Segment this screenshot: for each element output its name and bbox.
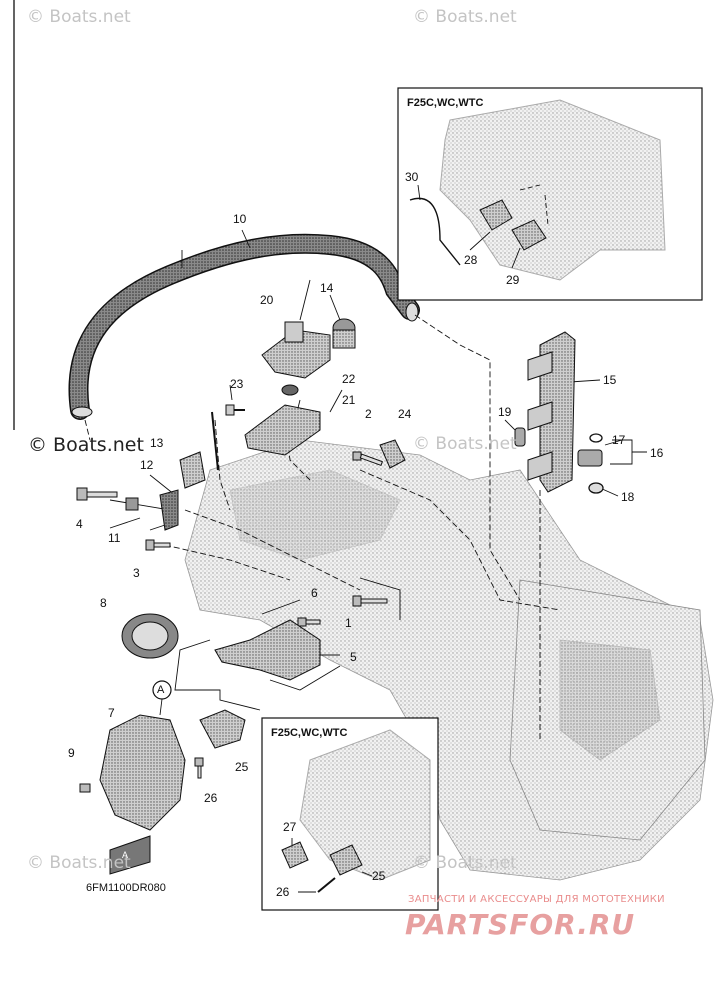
callout-8: 8 bbox=[100, 596, 107, 610]
callout-19: 19 bbox=[498, 405, 512, 419]
callout-9: 9 bbox=[68, 746, 75, 760]
callout-29: 29 bbox=[506, 273, 520, 287]
inset-title: F25C,WC,WTC bbox=[407, 97, 484, 109]
callout-12: 12 bbox=[140, 458, 154, 472]
brand-logo: PARTSFOR.RU bbox=[405, 908, 636, 941]
watermark: © Boats.net bbox=[28, 434, 144, 456]
callout-26: 26 bbox=[276, 885, 290, 899]
callout-7: 7 bbox=[108, 706, 115, 720]
callout-25: 25 bbox=[372, 869, 386, 883]
part-25a bbox=[199, 709, 246, 749]
callout-27: 27 bbox=[283, 820, 297, 834]
part-4 bbox=[76, 487, 118, 501]
callout-6: 6 bbox=[311, 586, 318, 600]
part-9 bbox=[79, 783, 91, 793]
callout-20: 20 bbox=[260, 293, 274, 307]
callout-18: 18 bbox=[621, 490, 635, 504]
callout-22: 22 bbox=[342, 372, 356, 386]
callout-2: 2 bbox=[365, 407, 372, 421]
brand-subtitle: ЗАПЧАСТИ И АКСЕССУАРЫ ДЛЯ МОТОТЕХНИКИ bbox=[408, 894, 665, 905]
callout-15: 15 bbox=[603, 373, 617, 387]
part-19 bbox=[514, 427, 526, 447]
callout-25: 25 bbox=[235, 760, 249, 774]
part-31 bbox=[211, 411, 219, 471]
part-6 bbox=[297, 617, 321, 627]
part-7 bbox=[99, 714, 186, 831]
callout-26: 26 bbox=[204, 791, 218, 805]
callout-3: 3 bbox=[133, 566, 140, 580]
callout-24: 24 bbox=[398, 407, 412, 421]
callout-14: 14 bbox=[320, 281, 334, 295]
callout-17: 17 bbox=[612, 433, 626, 447]
part-22 bbox=[281, 384, 299, 396]
callout-4: 4 bbox=[76, 517, 83, 531]
part-14 bbox=[332, 318, 356, 349]
part-2 bbox=[352, 451, 383, 467]
watermark: © Boats.net bbox=[413, 853, 517, 873]
callout-1: 1 bbox=[345, 616, 352, 630]
callout-5: 5 bbox=[350, 650, 357, 664]
callout-16: 16 bbox=[650, 446, 664, 460]
part-11 bbox=[125, 497, 139, 511]
part-5 bbox=[214, 619, 321, 681]
callout-30: 30 bbox=[405, 170, 419, 184]
watermark: © Boats.net bbox=[27, 853, 131, 873]
part-8 bbox=[121, 613, 179, 659]
part-21 bbox=[244, 404, 321, 456]
part-3 bbox=[145, 539, 171, 551]
part-1 bbox=[352, 595, 388, 607]
callout-a-label: A bbox=[157, 684, 165, 696]
part-24 bbox=[379, 439, 406, 469]
diagram-code: 6FM1100DR080 bbox=[86, 882, 166, 894]
part-16 bbox=[577, 449, 603, 467]
inset-title: F25C,WC,WTC bbox=[271, 727, 348, 739]
callout-11: 11 bbox=[108, 531, 121, 545]
part-18 bbox=[588, 482, 604, 494]
part-17 bbox=[589, 433, 603, 443]
part-13 bbox=[179, 451, 206, 489]
hose-10 bbox=[68, 233, 420, 420]
part-12 bbox=[159, 489, 179, 531]
part-26a bbox=[194, 757, 204, 779]
watermark: © Boats.net bbox=[27, 7, 131, 27]
decal-badge: A bbox=[122, 850, 129, 860]
callout-28: 28 bbox=[464, 253, 478, 267]
callout-23: 23 bbox=[230, 377, 244, 391]
watermark: © Boats.net bbox=[413, 434, 517, 454]
callout-21: 21 bbox=[342, 393, 356, 407]
part-decal bbox=[109, 835, 151, 875]
part-23 bbox=[225, 404, 245, 416]
upper-inset bbox=[397, 87, 703, 301]
engine-block bbox=[184, 439, 714, 881]
lower-inset bbox=[261, 717, 439, 911]
part-15 bbox=[527, 331, 576, 493]
callout-13: 13 bbox=[150, 436, 164, 450]
watermark: © Boats.net bbox=[413, 7, 517, 27]
part-20 bbox=[261, 321, 331, 379]
callout-10: 10 bbox=[233, 212, 247, 226]
